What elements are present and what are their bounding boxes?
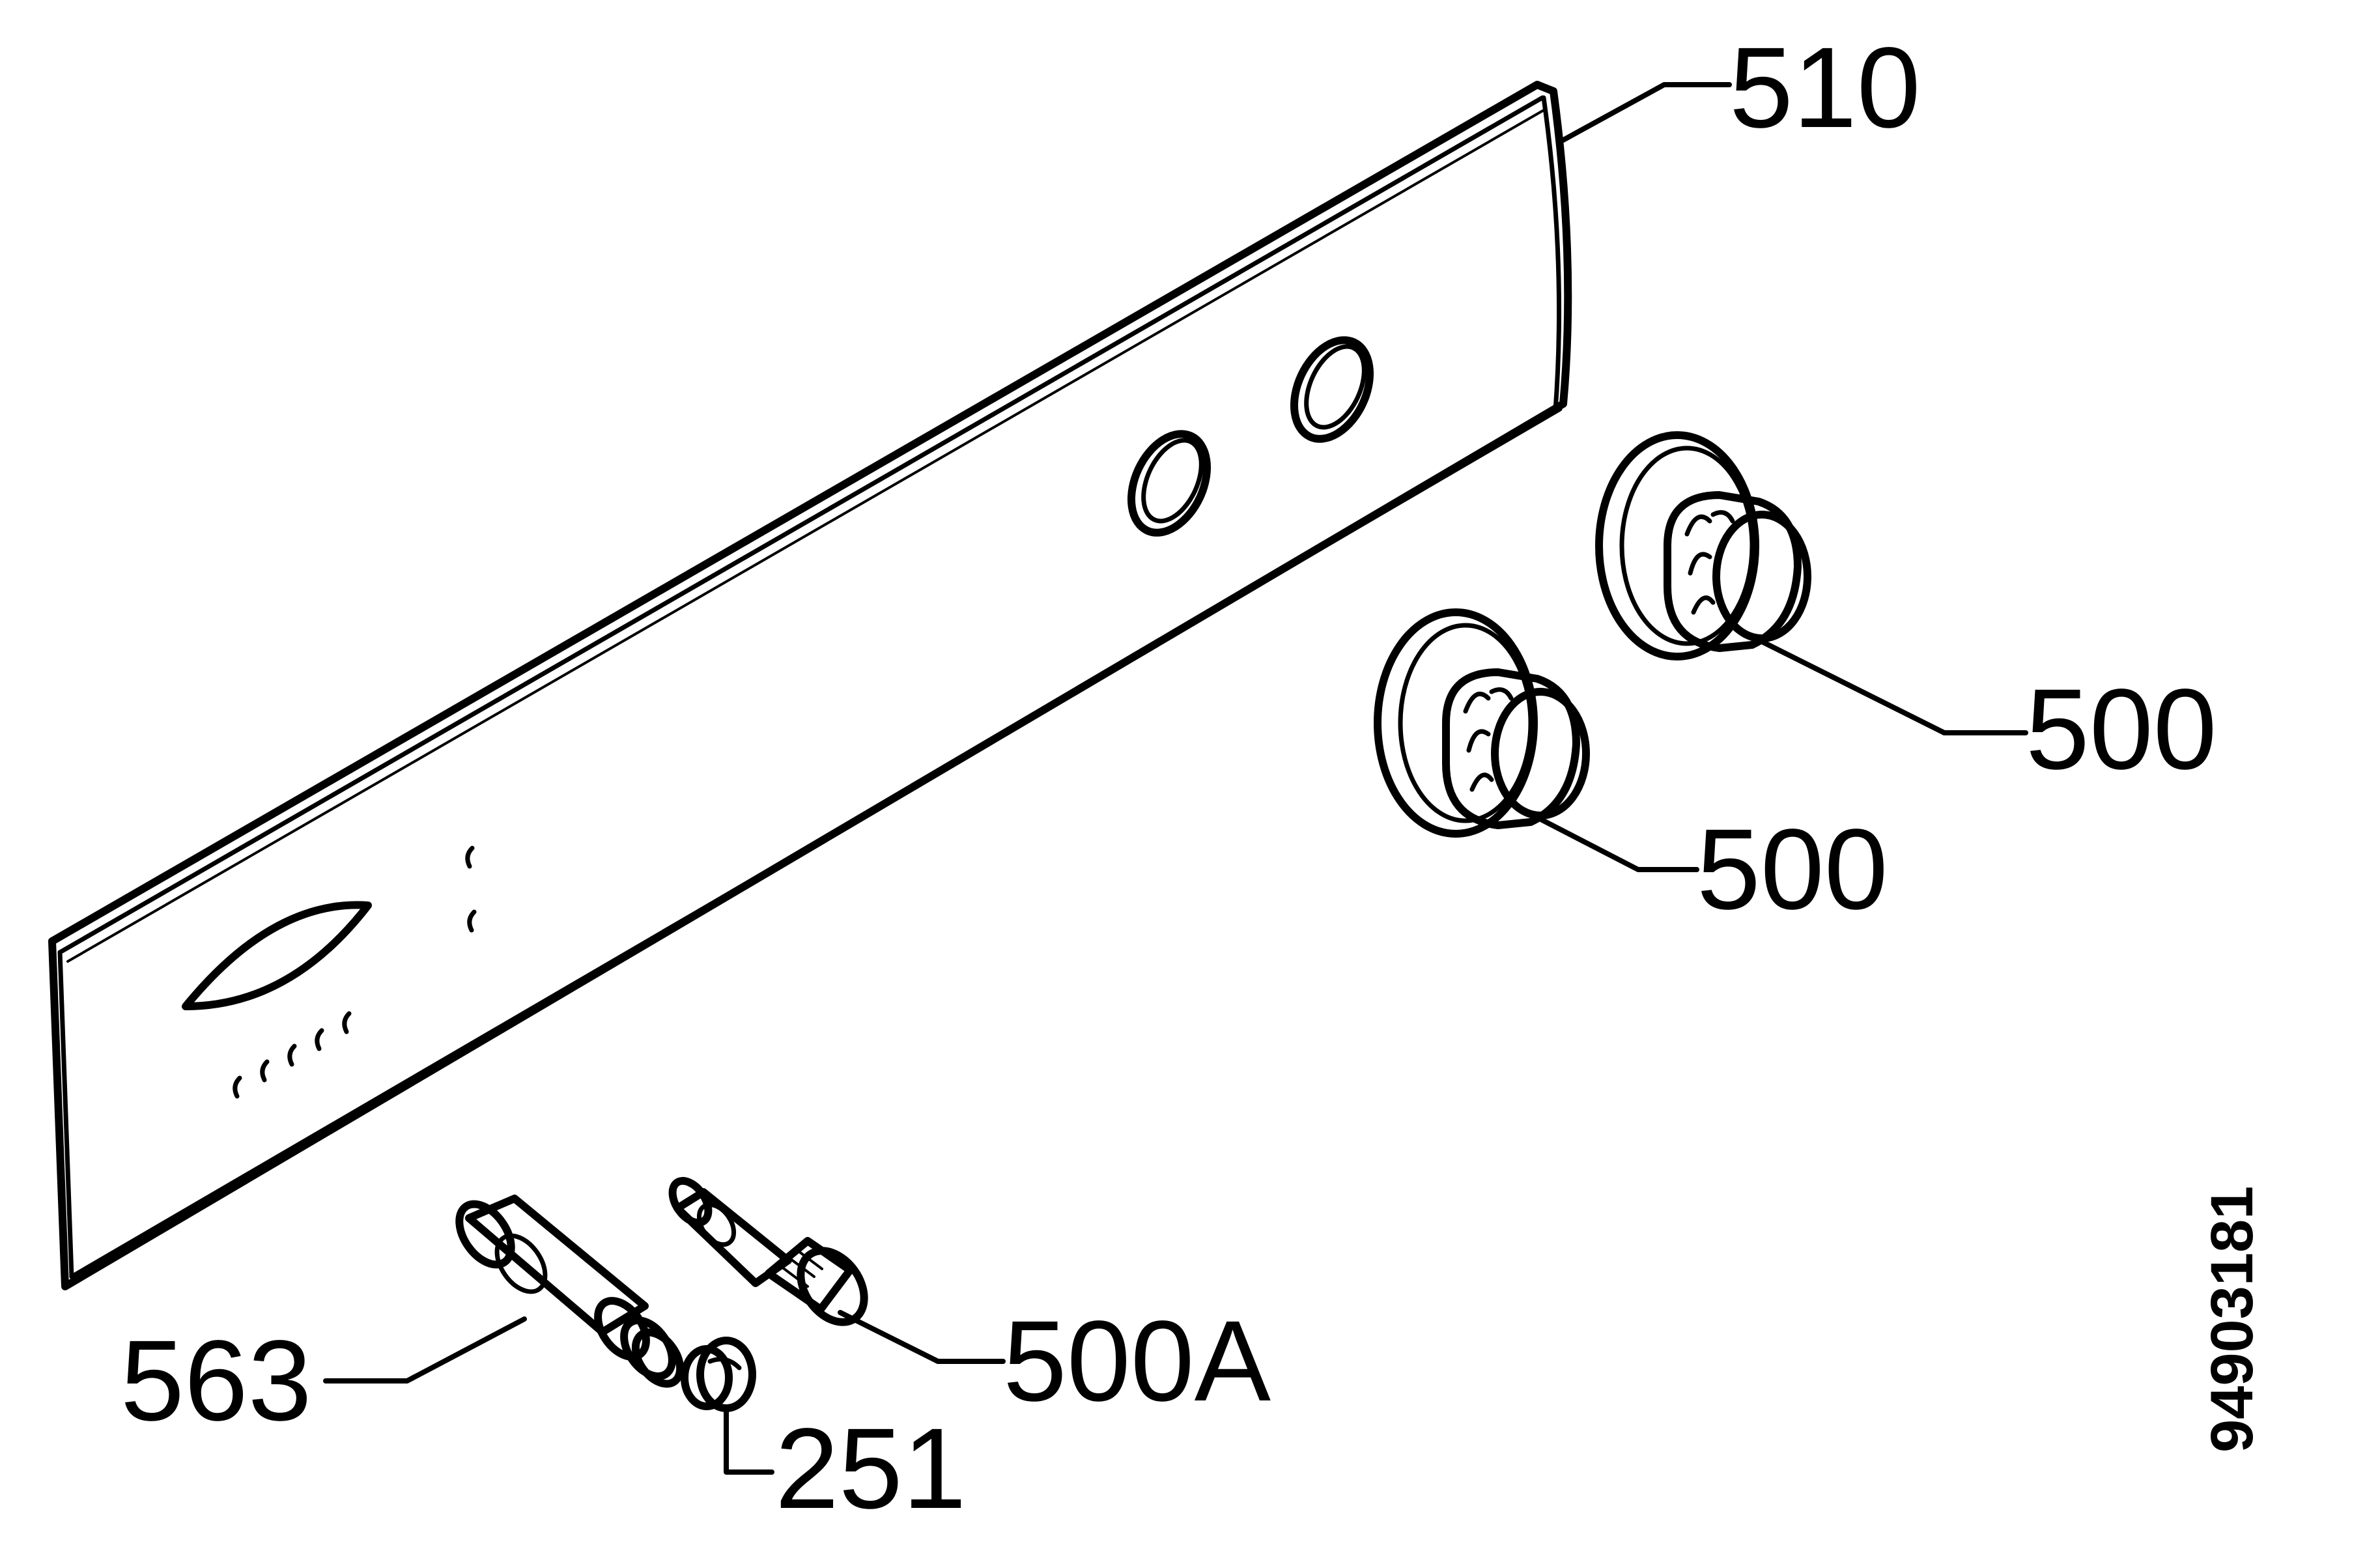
label-251: 251 [775,1405,967,1533]
label-500-lower: 500 [1697,806,1888,933]
indicator-lights [233,845,477,1099]
leader-563 [323,1316,527,1384]
label-500-upper: 500 [2026,666,2217,793]
knob-holes [1127,336,1374,537]
knob-lower [1374,608,1590,838]
screw-part [681,1337,756,1412]
leader-251 [724,1408,774,1475]
knob-upper [1595,431,1811,660]
display-window [182,901,372,1010]
label-500A: 500A [1003,1298,1271,1425]
drawing-code: 94903181 [2199,1186,2265,1453]
label-563: 563 [120,1317,312,1445]
leader-510 [1561,82,1732,143]
shaft-part [455,1195,685,1388]
leader-500-lower [1535,815,1699,872]
leader-500A [838,1310,1006,1364]
label-510: 510 [1729,24,1921,152]
spindle-part [668,1176,868,1326]
leader-500-upper [1759,639,2028,735]
control-panel [48,81,1572,1290]
